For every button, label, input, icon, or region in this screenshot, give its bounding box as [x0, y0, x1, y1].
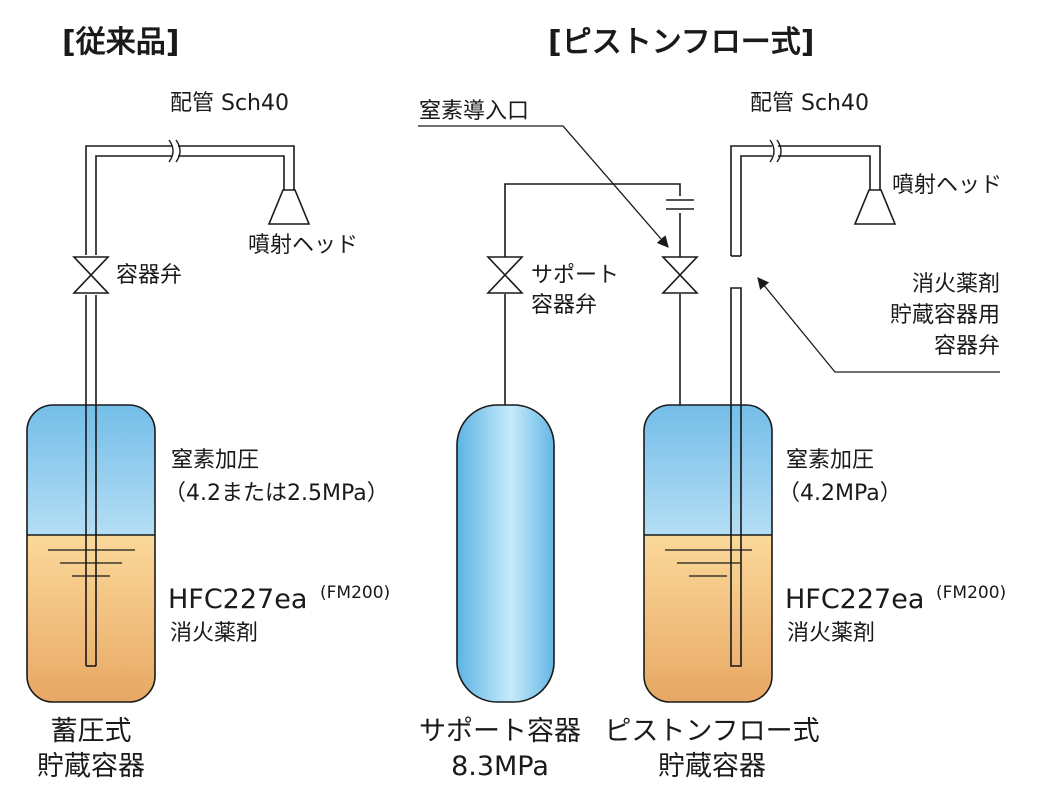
- support-container: [456, 404, 555, 703]
- left-valve: [72, 255, 110, 295]
- left-container: [26, 404, 156, 703]
- left-pipe: [85, 139, 295, 667]
- discharge-pipe: [730, 139, 881, 667]
- support-valve-label-2: 容器弁: [531, 293, 597, 318]
- right-nozzle: [853, 189, 897, 225]
- right-header: [ピストンフロー式]: [548, 25, 815, 60]
- left-agent-label: HFC227ea: [168, 584, 307, 615]
- right-pipe-label: 配管 Sch40: [750, 91, 869, 116]
- piston-container: [643, 404, 773, 703]
- support-container-label-1: サポート容器: [419, 716, 581, 747]
- right-nozzle-label: 噴射ヘッド: [892, 173, 1002, 198]
- left-nozzle: [267, 189, 311, 225]
- nitrogen-line: [504, 183, 694, 405]
- left-agent-note: (FM200): [320, 583, 390, 603]
- support-valve: [486, 256, 524, 294]
- left-container-label-2: 貯蔵容器: [37, 751, 145, 782]
- left-valve-label: 容器弁: [116, 263, 182, 288]
- piston-container-label-1: ピストンフロー式: [604, 716, 819, 747]
- inlet-label: 窒素導入口: [419, 99, 529, 124]
- right-agent-label: HFC227ea: [785, 584, 924, 615]
- left-nitrogen-label: 窒素加圧: [171, 448, 259, 473]
- right-nitrogen-label: 窒素加圧: [786, 448, 874, 473]
- agent-valve-label-1: 消火薬剤: [912, 272, 1000, 297]
- right-pressure-label: （4.2MPa）: [778, 481, 902, 506]
- left-header: [従来品]: [62, 25, 179, 60]
- piston-container-label-2: 貯蔵容器: [658, 751, 766, 782]
- right-agent-note: (FM200): [936, 583, 1006, 603]
- agent-valve-label-2: 貯蔵容器用: [890, 303, 1000, 328]
- left-container-label-1: 蓄圧式: [51, 716, 132, 747]
- agent-valve-leader: [757, 277, 1000, 373]
- agent-valve-label-3: 容器弁: [934, 334, 1000, 359]
- nitrogen-inlet-valve: [661, 256, 699, 294]
- right-agent-name: 消火薬剤: [787, 621, 875, 646]
- left-pressure-label: （4.2または2.5MPa）: [164, 481, 389, 506]
- inlet-leader: [418, 125, 669, 248]
- left-pipe-label: 配管 Sch40: [170, 91, 289, 116]
- left-nozzle-label: 噴射ヘッド: [248, 233, 358, 258]
- support-valve-label-1: サポート: [531, 263, 619, 288]
- left-agent-name: 消火薬剤: [170, 621, 258, 646]
- support-container-label-2: 8.3MPa: [451, 751, 549, 782]
